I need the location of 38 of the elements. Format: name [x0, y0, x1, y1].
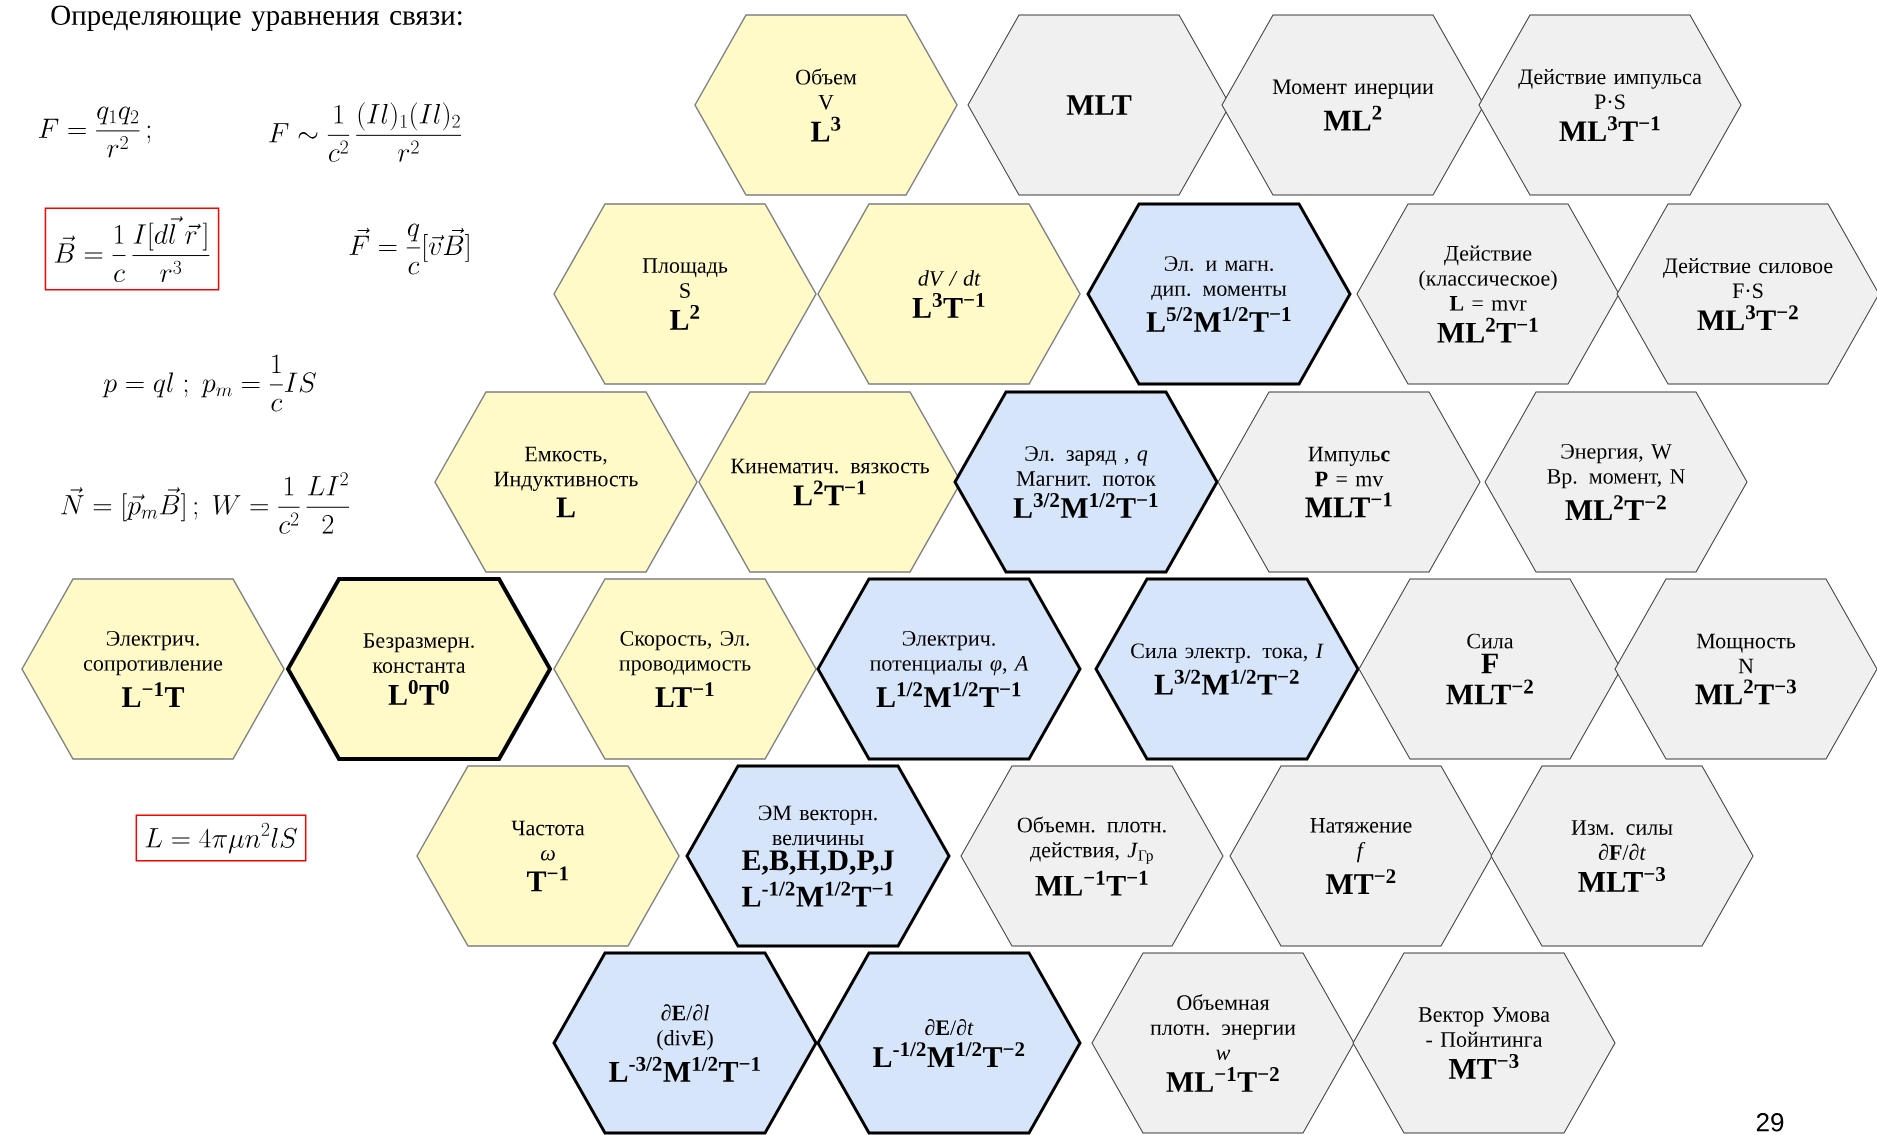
formula: $\vec{F}=\frac{q}{c}[\vec{v}\vec{B}]$: [349, 223, 469, 275]
hexagon-tile: Кинематич. вязкость L$^{2}$T$^{−1}$: [698, 391, 962, 573]
formula: $\vec{N}=[\vec{p}_m\vec{B}]\,;\;W=\frac{1}{c^2}\,\frac{LI^2}{2}$: [61, 472, 350, 534]
heading: Определяющие уравнения связи:: [51, 5, 462, 31]
hexagon-tile: Энергия, W Вр. момент, N ML$^{2}$T$^{−2}$: [1484, 391, 1748, 573]
hexagon-tile: Емкость, Индуктивность L: [434, 391, 698, 573]
hexagon-tile: Эл. и магн. дип. моменты L$^{5/2}$M$^{1/2}$T$^{−1}$: [1086, 202, 1352, 386]
hexagon-tile: ЭМ векторн. величины E,B,H,D,P,J L$^{-1/2}$M$^{1/2}$T$^{−1}$: [685, 764, 951, 948]
hexagon-tile: Импульс P = mv MLT$^{−1}$: [1217, 391, 1481, 573]
hexagon-tile: Объемная плотн. энергии w ML$^{−1}$T$^{−2}$: [1091, 952, 1355, 1134]
hexagon-tile: Объем V L$^{3}$: [694, 14, 958, 196]
boxed-formula: $\vec{B}=\frac{1}{c}\,\frac{I[d\vec{l}\;\vec{r}\,]}{r^3}$: [44, 207, 220, 291]
boxed-formula: $L=4\pi\mu n^2lS$: [135, 814, 307, 862]
hexagon-tile: Скорость, Эл. проводимость LT$^{−1}$: [553, 578, 817, 760]
hexagon-tile: ∂E/∂l (divE) L$^{-3/2}$M$^{1/2}$T$^{−1}$: [552, 951, 818, 1135]
hexagon-tile: dV / dt L$^{3}$T$^{−1}$: [817, 203, 1081, 385]
hexagon-tile: Момент инерции ML$^{2}$: [1221, 14, 1485, 196]
hexagon-tile: Натяжение f MT$^{−2}$: [1229, 765, 1493, 947]
hexagon-tile: Частота ω T$^{−1}$: [416, 765, 680, 947]
hexagon-tile: Сила электр. тока, I L$^{3/2}$M$^{1/2}$T$^{−2}$: [1094, 577, 1360, 761]
hexagon-tile: Эл. заряд , q Магнит. поток L$^{3/2}$M$^{1/2}$T$^{−1}$: [953, 390, 1219, 574]
hexagon-tile: Вектор Умова - Пойнтинга MT$^{−3}$: [1352, 952, 1616, 1134]
hexagon-tile: Объемн. плотн. действия, J$_{Гр}$ ML$^{−1}$T$^{−1}$: [960, 765, 1224, 947]
hexagon-tile: Действие силовое F·S ML$^{3}$T$^{−2}$: [1616, 203, 1877, 385]
hexagon-tile: Изм. силы ∂F/∂t MLT$^{−3}$: [1490, 765, 1754, 947]
formula: $F=\frac{q_1q_2}{r^2}\,;$: [39, 106, 151, 158]
formula: $p=ql\;;\;p_m=\frac{1}{c}IS$: [102, 354, 316, 412]
page-number: 29: [1756, 1113, 1784, 1132]
hexagon-tile: ∂E/∂t L$^{-1/2}$M$^{1/2}$T$^{−2}$: [816, 951, 1082, 1135]
hexagon-tile: Электрич. сопротивление L$^{−1}$T: [21, 578, 285, 760]
hexagon-tile: MLT: [967, 14, 1231, 196]
hexagon-tile: Действие (классическое) L = mvr ML$^{2}$T$^{−1}$: [1356, 203, 1620, 385]
formula: $F\sim\frac{1}{c^2}\,\frac{(Il)_1(Il)_2}{r^2}$: [269, 102, 462, 162]
hexagon-tile: Площадь S L$^{2}$: [553, 203, 817, 385]
hexagon-tile: Мощность N ML$^{2}$T$^{−3}$: [1614, 578, 1877, 760]
hexagon-tile: Сила F MLT$^{−2}$: [1358, 578, 1622, 760]
hexagon-tile: Электрич. потенциалы φ, A L$^{1/2}$M$^{1/2}$T$^{−1}$: [816, 577, 1082, 761]
hexagon-tile: Действие импульса P·S ML$^{3}$T$^{−1}$: [1478, 14, 1742, 196]
